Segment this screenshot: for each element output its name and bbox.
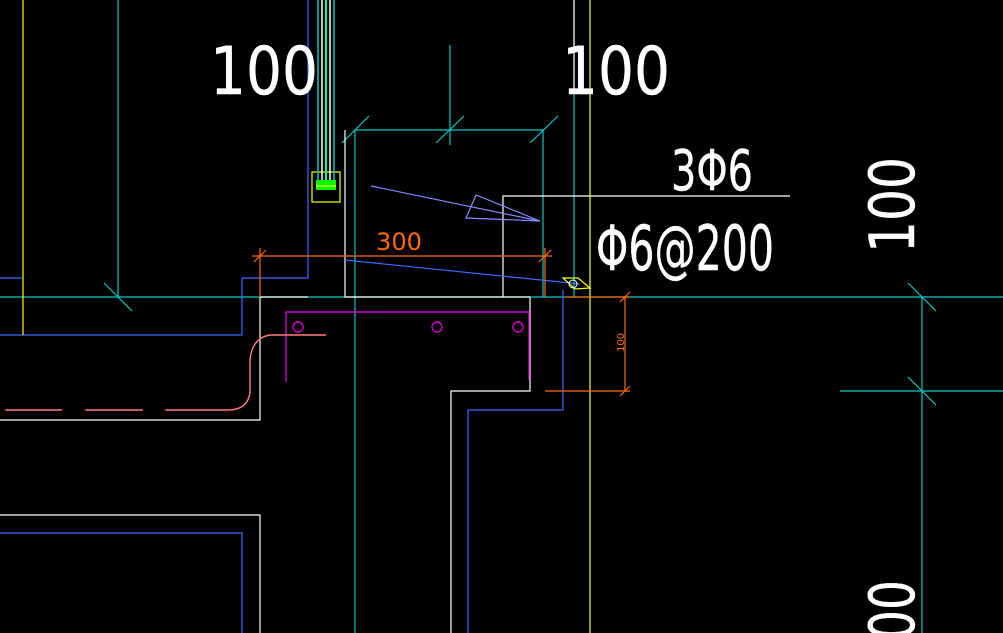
wall-outline-left [0,296,308,421]
rebar-label-stirrup: Φ6@200 [596,212,774,285]
blue-lines [0,0,581,633]
tick-mark [907,376,937,406]
wall-outlines [0,0,790,633]
dimension-lines [252,248,631,397]
blue-outline-2 [0,532,243,633]
hidden-line [5,334,326,411]
dim-tick [619,291,631,303]
tick-mark [341,115,370,144]
tick-mark [435,115,465,144]
window-frame [316,0,336,190]
marker-symbol [561,277,592,290]
leader-arrow [370,185,541,222]
dim-tick [538,249,552,263]
dimension-label-300: 300 [376,228,422,256]
tick-mark [529,115,559,144]
leader-line-blue [344,259,581,285]
room-outline [0,514,261,633]
rebar-bar [512,321,524,333]
tick-mark [907,282,937,312]
rebar-bar [431,321,443,333]
dim-tick [253,249,267,263]
rebar [285,311,530,382]
window-sill-fill [316,180,336,190]
dimension-label-right-bottom: 00 [856,580,929,633]
rebar-bar [292,321,304,333]
dimension-label-top-left: 100 [210,33,318,110]
dimension-label-small-vertical: 100 [616,333,627,352]
blue-outline-1 [0,0,309,336]
slab-outline [450,296,531,633]
tick-mark [103,282,133,312]
dim-tick [619,385,631,397]
stirrup [285,311,530,382]
blue-outline-3 [467,290,564,633]
marker-circle [568,279,578,289]
dimension-label-right-vertical: 100 [856,157,929,253]
rebar-label-main: 3Φ6 [671,139,753,204]
dimension-label-top-right: 100 [562,33,670,110]
